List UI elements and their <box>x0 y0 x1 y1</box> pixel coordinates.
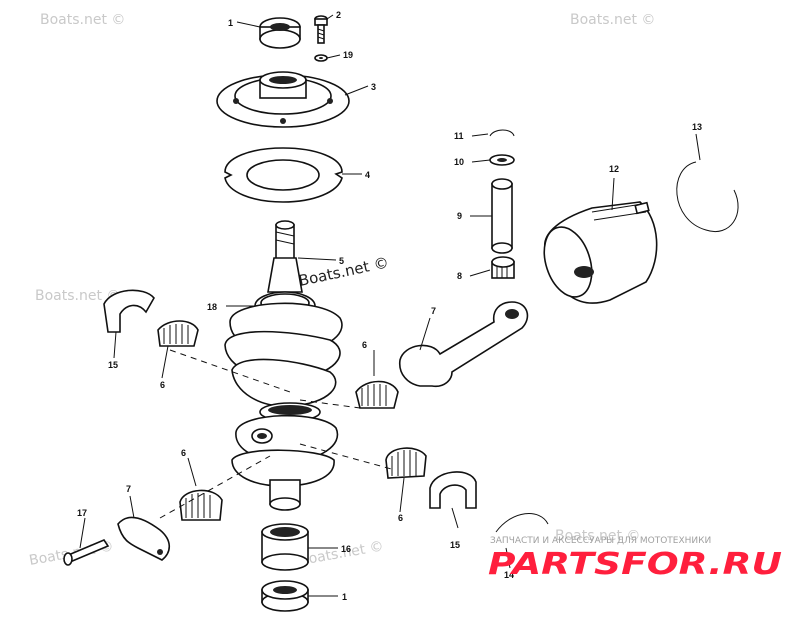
watermark-top-left: Boats.net © <box>40 12 125 28</box>
callout-16: 16 <box>341 544 351 554</box>
callout-2: 2 <box>336 10 341 20</box>
callout-9: 9 <box>457 211 462 221</box>
bottom-needle-bearing <box>261 523 309 571</box>
callout-13: 13 <box>692 122 702 132</box>
watermark-top-right: Boats.net © <box>570 12 655 28</box>
callout-19: 19 <box>343 50 353 60</box>
callout-15-right: 15 <box>450 540 460 550</box>
callout-4: 4 <box>365 170 370 180</box>
bearing-race-right <box>429 471 477 509</box>
piston-ring <box>676 161 739 233</box>
alignment-line-lower <box>159 443 396 519</box>
watermark-bottom-right: Boats.net © <box>555 528 640 544</box>
bearing-race-left <box>103 289 155 333</box>
callout-6-mid: 6 <box>362 340 367 350</box>
crankshaft <box>224 220 343 511</box>
callout-1-bottom: 1 <box>342 592 347 602</box>
brand-logo: PARTSFOR.RU <box>488 547 782 582</box>
callout-18: 18 <box>207 302 217 312</box>
leader-lines <box>79 14 701 597</box>
callout-7-cap: 7 <box>126 484 131 494</box>
seal-top <box>259 17 301 49</box>
callout-7-rod: 7 <box>431 306 436 316</box>
watermark-mid-left: Boats.net © <box>35 288 120 304</box>
gasket-hole <box>246 159 320 191</box>
brand-subtitle: ЗАПЧАСТИ И АКСЕССУАРЫ ДЛЯ МОТОТЕХНИКИ <box>490 536 711 546</box>
piston <box>543 201 658 304</box>
screw <box>314 15 328 44</box>
cap-bolt <box>63 539 110 566</box>
rod-cap <box>117 516 171 561</box>
piston-pin <box>491 178 513 254</box>
callout-14: 14 <box>504 570 514 580</box>
callout-10: 10 <box>454 157 464 167</box>
pin-bearing <box>491 256 515 279</box>
callout-5: 5 <box>339 256 344 266</box>
callout-6-right: 6 <box>398 513 403 523</box>
callout-15-left: 15 <box>108 360 118 370</box>
seal-bottom <box>261 580 309 612</box>
callout-11: 11 <box>454 131 464 141</box>
lock-clip <box>495 513 549 533</box>
callout-12: 12 <box>609 164 619 174</box>
callout-3: 3 <box>371 82 376 92</box>
connecting-rod <box>398 301 529 388</box>
bearing-housing <box>216 71 350 128</box>
roller-cage-left <box>157 320 199 347</box>
callout-17: 17 <box>77 508 87 518</box>
roller-cage-lower <box>179 489 223 521</box>
callout-6-left: 6 <box>160 380 165 390</box>
callout-1-top: 1 <box>228 18 233 28</box>
roller-cage-right <box>385 447 427 479</box>
retaining-ring <box>489 129 515 137</box>
callout-6-lower: 6 <box>181 448 186 458</box>
roller-cage-mid <box>355 380 399 409</box>
callout-8: 8 <box>457 271 462 281</box>
pin-washer <box>489 154 515 166</box>
lock-washer <box>314 54 328 62</box>
